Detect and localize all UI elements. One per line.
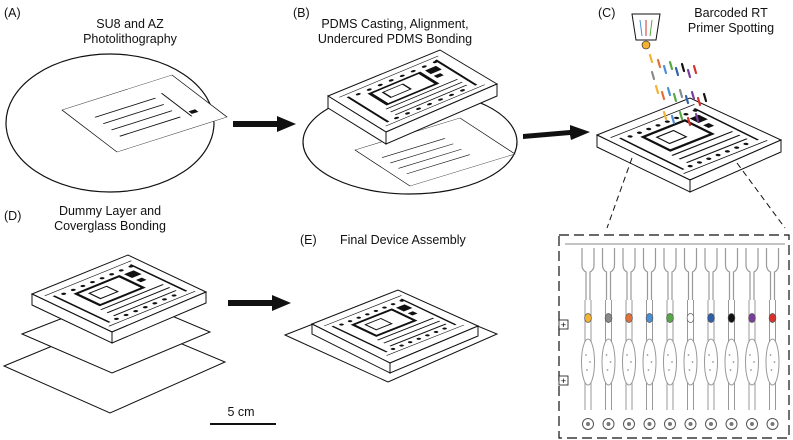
- panel-a-title-line-1: SU8 and AZ: [96, 17, 164, 31]
- panel-a-letter: (A): [4, 6, 21, 20]
- panel-c-assembly: [595, 13, 786, 229]
- inset-channel-array: [581, 248, 780, 430]
- barcode-spot: [625, 313, 633, 323]
- inset-channel: [724, 248, 739, 430]
- barcoded-droplets: [648, 53, 708, 127]
- panel-b-title: PDMS Casting, Alignment, Undercured PDMS…: [300, 17, 490, 47]
- barcode-spot: [768, 313, 777, 323]
- panel-b-letter: (B): [293, 6, 310, 20]
- svg-text:+: +: [561, 320, 566, 330]
- panel-c-title: Barcoded RT Primer Spotting: [676, 6, 786, 36]
- barcode-spot: [707, 313, 715, 323]
- inset-channel: [581, 248, 595, 430]
- inset-channel: [601, 248, 616, 430]
- process-arrow-icon: [228, 116, 590, 311]
- inset-channel: [745, 248, 759, 430]
- panel-e-title: Final Device Assembly: [340, 233, 466, 247]
- barcode-spot: [604, 313, 613, 323]
- panel-d-title-line-2: Coverglass Bonding: [54, 219, 166, 233]
- barcode-spot: [645, 313, 654, 323]
- panel-e-device: [283, 289, 499, 383]
- zoom-inset: + +: [558, 234, 790, 439]
- panel-e-letter: (E): [300, 233, 317, 247]
- barcode-spot: [748, 313, 756, 323]
- inset-channel: [683, 248, 698, 430]
- panel-d-letter: (D): [4, 209, 22, 223]
- barcode-spot: [727, 313, 736, 323]
- inset-channel: [622, 248, 636, 430]
- pipette-tip-icon: [631, 13, 661, 50]
- panel-d-title: Dummy Layer and Coverglass Bonding: [30, 204, 190, 234]
- panel-b-assembly: [302, 49, 518, 195]
- panel-a-title-line-2: Photolithography: [83, 32, 177, 46]
- barcode-spot: [686, 313, 695, 323]
- panel-d-stack: [2, 254, 227, 414]
- inset-channel: [704, 248, 718, 430]
- barcode-spot: [666, 313, 674, 323]
- panel-b-title-line-2: Undercured PDMS Bonding: [317, 32, 473, 46]
- inset-channel: [663, 248, 677, 430]
- panel-d-title-line-1: Dummy Layer and: [58, 204, 162, 218]
- panel-a-wafer: [5, 53, 228, 193]
- svg-text:+: +: [561, 376, 566, 386]
- panel-c-title-line-1: Barcoded RT: [694, 6, 768, 20]
- scale-bar-label: 5 cm: [227, 405, 255, 419]
- panel-c-letter: (C): [598, 6, 616, 20]
- panel-b-title-line-1: PDMS Casting, Alignment,: [321, 17, 469, 31]
- panel-c-title-line-2: Primer Spotting: [687, 21, 775, 35]
- barcode-spot: [584, 313, 592, 323]
- inset-channel: [642, 248, 657, 430]
- panel-a-title: SU8 and AZ Photolithography: [40, 17, 220, 47]
- inset-channel: [765, 248, 780, 430]
